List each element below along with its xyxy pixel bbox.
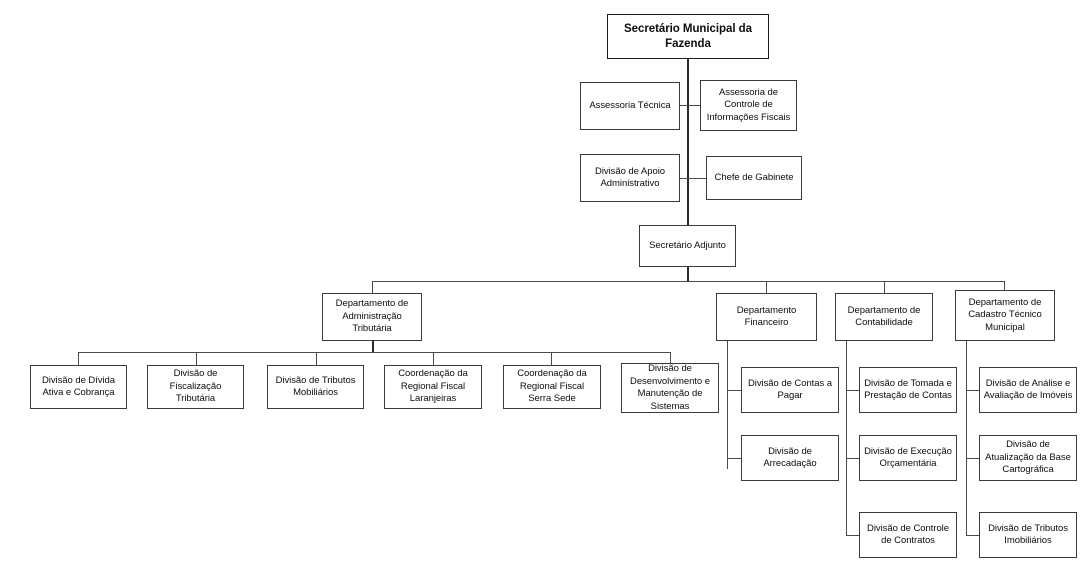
- connector-drop-fiscalizacao: [196, 352, 197, 365]
- connector-drop-admin-tributaria: [372, 281, 373, 293]
- node-label: Divisão de Arrecadação: [763, 445, 817, 470]
- node-label: Departamento de Contabilidade: [847, 304, 921, 329]
- connector-financeiro-child-1: [727, 390, 741, 391]
- node-secretario-adjunto[interactable]: Secretário Adjunto: [639, 225, 736, 267]
- connector-drop-laranjeiras: [433, 352, 434, 365]
- connector-drop-contabilidade: [884, 281, 885, 293]
- connector-department-bus: [372, 281, 1004, 282]
- connector-drop-financeiro: [766, 281, 767, 293]
- node-label: Divisão de Execução Orçamentária: [864, 445, 952, 470]
- node-divisao-tributos-mobiliarios[interactable]: Divisão de Tributos Mobiliários: [267, 365, 364, 409]
- node-label: Divisão de Tributos Imobiliários: [988, 522, 1068, 547]
- connector-cadastro-spine: [966, 341, 967, 536]
- node-coordenacao-regional-fiscal-serra-sede[interactable]: Coordenação da Regional Fiscal Serra Sed…: [503, 365, 601, 409]
- node-assessoria-controle-informacoes-fiscais[interactable]: Assessoria de Controle de Informações Fi…: [700, 80, 797, 131]
- node-departamento-financeiro[interactable]: Departamento Financeiro: [716, 293, 817, 341]
- connector-cadastro-child-1: [966, 390, 979, 391]
- connector-apoio-gabinete: [679, 178, 706, 179]
- connector-admin-tributaria-bus: [78, 352, 670, 353]
- node-assessoria-tecnica[interactable]: Assessoria Técnica: [580, 82, 680, 130]
- node-label: Divisão de Tributos Mobiliários: [275, 374, 356, 399]
- node-label: Divisão de Contas a Pagar: [747, 377, 833, 402]
- node-label: Divisão de Tomada e Prestação de Contas: [864, 377, 952, 402]
- node-label: Divisão de Análise e Avaliação de Imóvei…: [983, 377, 1073, 402]
- node-divisao-desenvolvimento-manutencao-sistemas[interactable]: Divisão de Desenvolvimento e Manutenção …: [621, 363, 719, 413]
- node-label: Departamento de Cadastro Técnico Municip…: [968, 296, 1042, 333]
- connector-contabilidade-spine: [846, 341, 847, 536]
- node-label: Divisão de Apoio Administrativo: [595, 165, 665, 190]
- connector-adjunto-down: [687, 267, 689, 282]
- connector-root-to-adjunto: [687, 58, 689, 225]
- node-label: Chefe de Gabinete: [714, 171, 794, 183]
- node-label: Divisão de Controle de Contratos: [867, 522, 949, 547]
- node-secretario-municipal-fazenda[interactable]: Secretário Municipal da Fazenda: [607, 14, 769, 59]
- node-label: Divisão de Atualização da Base Cartográf…: [985, 439, 1071, 476]
- node-label: Assessoria Técnica: [589, 99, 671, 111]
- node-departamento-contabilidade[interactable]: Departamento de Contabilidade: [835, 293, 933, 341]
- node-divisao-apoio-administrativo[interactable]: Divisão de Apoio Administrativo: [580, 154, 680, 202]
- connector-admin-tributaria-down: [372, 341, 374, 352]
- node-coordenacao-regional-fiscal-laranjeiras[interactable]: Coordenação da Regional Fiscal Laranjeir…: [384, 365, 482, 409]
- connector-cadastro-child-3: [966, 535, 979, 536]
- node-divisao-tributos-imobiliarios[interactable]: Divisão de Tributos Imobiliários: [979, 512, 1077, 558]
- node-label: Departamento Financeiro: [736, 304, 797, 329]
- node-divisao-arrecadacao[interactable]: Divisão de Arrecadação: [741, 435, 839, 481]
- connector-drop-serra-sede: [551, 352, 552, 365]
- node-label: Divisão de Fiscalização Tributária: [169, 368, 222, 405]
- connector-contabilidade-child-1: [846, 390, 859, 391]
- connector-cadastro-child-2: [966, 458, 979, 459]
- node-divisao-divida-ativa-cobranca[interactable]: Divisão de Dívida Ativa e Cobrança: [30, 365, 127, 409]
- connector-assessoria-controle: [687, 105, 701, 106]
- connector-drop-desenvolvimento: [670, 352, 671, 365]
- node-divisao-fiscalizacao-tributaria[interactable]: Divisão de Fiscalização Tributária: [147, 365, 244, 409]
- connector-contabilidade-child-3: [846, 535, 859, 536]
- node-label: Coordenação da Regional Fiscal Laranjeir…: [398, 368, 468, 405]
- node-label: Coordenação da Regional Fiscal Serra Sed…: [517, 368, 587, 405]
- node-divisao-controle-contratos[interactable]: Divisão de Controle de Contratos: [859, 512, 957, 558]
- node-label: Assessoria de Controle de Informações Fi…: [706, 86, 791, 123]
- connector-drop-tributos-mob: [316, 352, 317, 365]
- node-divisao-atualizacao-base-cartografica[interactable]: Divisão de Atualização da Base Cartográf…: [979, 435, 1077, 481]
- connector-financeiro-child-2: [727, 458, 741, 459]
- node-departamento-administracao-tributaria[interactable]: Departamento de Administração Tributária: [322, 293, 422, 341]
- connector-drop-cadastro: [1004, 281, 1005, 293]
- connector-contabilidade-child-2: [846, 458, 859, 459]
- node-label: Divisão de Desenvolvimento e Manutenção …: [630, 363, 710, 412]
- connector-financeiro-spine: [727, 341, 728, 469]
- node-label: Secretário Municipal da Fazenda: [624, 22, 752, 50]
- node-divisao-contas-a-pagar[interactable]: Divisão de Contas a Pagar: [741, 367, 839, 413]
- node-divisao-analise-avaliacao-imoveis[interactable]: Divisão de Análise e Avaliação de Imóvei…: [979, 367, 1077, 413]
- connector-drop-divida-ativa: [78, 352, 79, 365]
- node-departamento-cadastro-tecnico-municipal[interactable]: Departamento de Cadastro Técnico Municip…: [955, 290, 1055, 341]
- node-divisao-tomada-prestacao-contas[interactable]: Divisão de Tomada e Prestação de Contas: [859, 367, 957, 413]
- node-chefe-de-gabinete[interactable]: Chefe de Gabinete: [706, 156, 802, 200]
- node-label: Secretário Adjunto: [649, 239, 726, 251]
- node-label: Divisão de Dívida Ativa e Cobrança: [41, 374, 116, 399]
- node-label: Departamento de Administração Tributária: [335, 298, 409, 335]
- node-divisao-execucao-orcamentaria[interactable]: Divisão de Execução Orçamentária: [859, 435, 957, 481]
